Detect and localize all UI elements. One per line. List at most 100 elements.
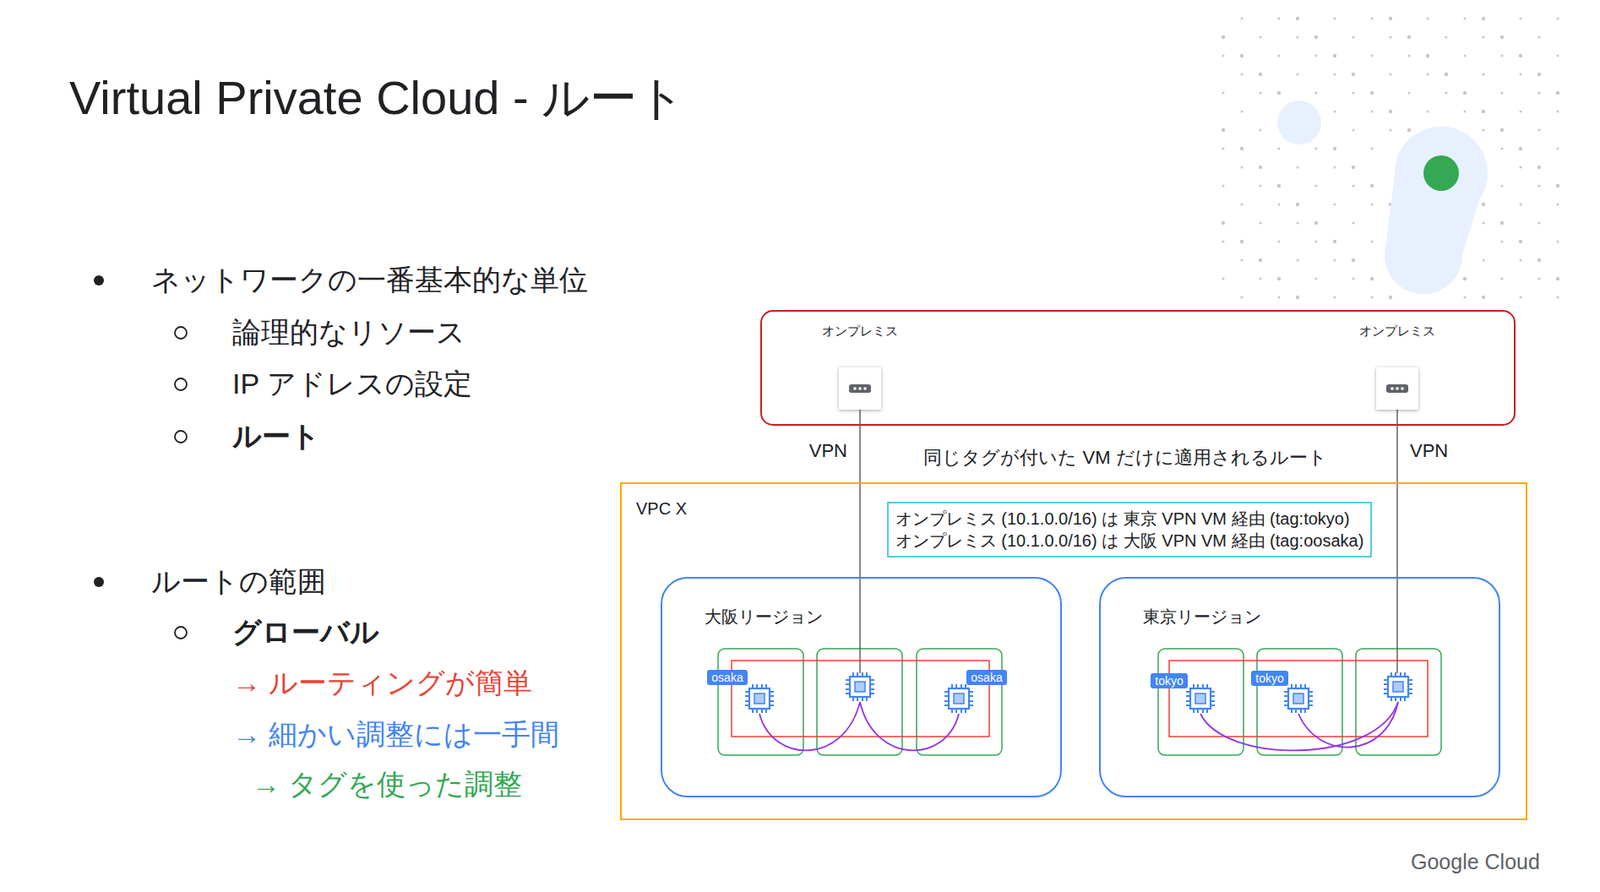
router-dot [853, 386, 857, 391]
deco-dot [1278, 54, 1281, 58]
deco-dot [1333, 146, 1337, 151]
deco-dot [1556, 184, 1560, 188]
deco-dot [1351, 72, 1356, 77]
onprem-boundary [761, 310, 1515, 425]
route-entry: オンプレミス (10.1.0.0/16) は 大阪 VPN VM 経由 (tag… [895, 529, 1365, 552]
logo-text: Google Cloud [1410, 849, 1541, 875]
route-curve [759, 702, 860, 751]
deco-dot [1556, 54, 1560, 58]
deco-dot [1519, 17, 1523, 21]
deco-dot [1388, 295, 1393, 300]
deco-dot [1295, 202, 1300, 207]
vm-tag: tokyo [1251, 670, 1288, 687]
onprem-router: オンプレミス [821, 323, 898, 410]
router-icon [838, 367, 882, 410]
deco-dot [1501, 92, 1504, 95]
deco-dot [1501, 185, 1504, 188]
chip-body [1387, 676, 1409, 697]
deco-dot [1556, 147, 1560, 151]
subnet-box [718, 648, 804, 756]
node-label: 大阪リージョン [704, 606, 1061, 627]
deco-dot [1556, 91, 1560, 95]
deco-dot [1444, 72, 1448, 77]
bullet-text: ネットワークの一番基本的な単位 [151, 261, 588, 300]
deco-dot [1333, 110, 1337, 114]
deco-dot [1556, 277, 1560, 281]
deco-dot [1333, 17, 1337, 21]
deco-dot [1389, 73, 1393, 77]
deco-dot [1277, 184, 1281, 188]
chip-body [849, 676, 871, 697]
subnet-box [1355, 648, 1442, 756]
deco-dot [1482, 222, 1486, 225]
deco-dot [1352, 222, 1356, 225]
deco-dot [1259, 92, 1263, 95]
deco-dot [1333, 239, 1337, 244]
deco-dot [1371, 17, 1374, 21]
deco-dot [1481, 16, 1486, 21]
router-dot [1400, 386, 1405, 391]
deco-dot [1481, 202, 1486, 207]
sub-bullet-text: 論理的なリソース [232, 313, 466, 353]
deco-dot [1315, 54, 1318, 58]
deco-dot [1222, 92, 1225, 95]
deco-dot [1463, 296, 1467, 300]
deco-dot [1315, 185, 1318, 188]
deco-dot [1222, 240, 1225, 244]
deco-circle [1394, 126, 1488, 220]
sub-bullet [174, 626, 187, 639]
router-glyph [838, 367, 882, 410]
deco-dot [1501, 277, 1504, 281]
deco-dot [1315, 240, 1318, 244]
deco-dot [1222, 147, 1225, 151]
sub-bullet [174, 378, 187, 391]
deco-dot [1537, 258, 1541, 262]
node-label: 東京リージョン [1142, 606, 1499, 627]
deco-dot [1501, 147, 1504, 151]
deco-dot [1352, 92, 1356, 95]
bullet [93, 576, 104, 588]
deco-dot [1278, 240, 1281, 244]
deco-circle [1277, 100, 1322, 145]
deco-dot [1277, 277, 1281, 281]
deco-dot [1314, 35, 1318, 39]
deco-dot [1296, 259, 1300, 262]
deco-dot [1519, 166, 1523, 169]
sub-bullet-text: IP アドレスの設定 [232, 364, 473, 404]
vpc-box: VPC Xオンプレミス (10.1.0.0/16) は 東京 VPN VM 経由… [620, 482, 1528, 821]
deco-dot [1333, 166, 1337, 169]
deco-dot [1426, 17, 1430, 21]
deco-dot [1315, 147, 1318, 151]
chip-body [1288, 688, 1309, 709]
vm-chip [845, 672, 875, 702]
deco-dot [1518, 146, 1523, 151]
deco-dot [1445, 92, 1448, 95]
deco-dot [1389, 129, 1393, 132]
node-label: オンプレミス [821, 323, 898, 339]
deco-dot [1240, 239, 1244, 244]
deco-dot [1481, 109, 1486, 114]
edge-label: VPN [806, 440, 850, 463]
vm-chip [1284, 684, 1313, 713]
deco-dot [1463, 17, 1467, 21]
deco-dot [1388, 16, 1393, 21]
deco-dot [1259, 129, 1263, 132]
deco-dot [1221, 128, 1225, 132]
deco-dot [1370, 184, 1374, 188]
vm-chip [944, 684, 974, 713]
route-table: オンプレミス (10.1.0.0/16) は 東京 VPN VM 経由 (tag… [887, 501, 1373, 558]
deco-dot [1482, 73, 1486, 77]
router-icon [1376, 367, 1419, 410]
note-text: → 細かい調整には一手間 [232, 715, 560, 755]
deco-dot [1333, 54, 1337, 58]
deco-dot [1481, 295, 1486, 300]
deco-dot [1278, 17, 1281, 21]
router-dot [858, 386, 862, 391]
deco-dot [1314, 221, 1318, 225]
deco-dot [1371, 240, 1374, 244]
vpn-line [859, 576, 861, 674]
deco-dot [1482, 36, 1486, 39]
node-label: オンプレミス [1359, 323, 1436, 339]
chip-core [1393, 681, 1404, 692]
deco-dot [1371, 110, 1374, 114]
